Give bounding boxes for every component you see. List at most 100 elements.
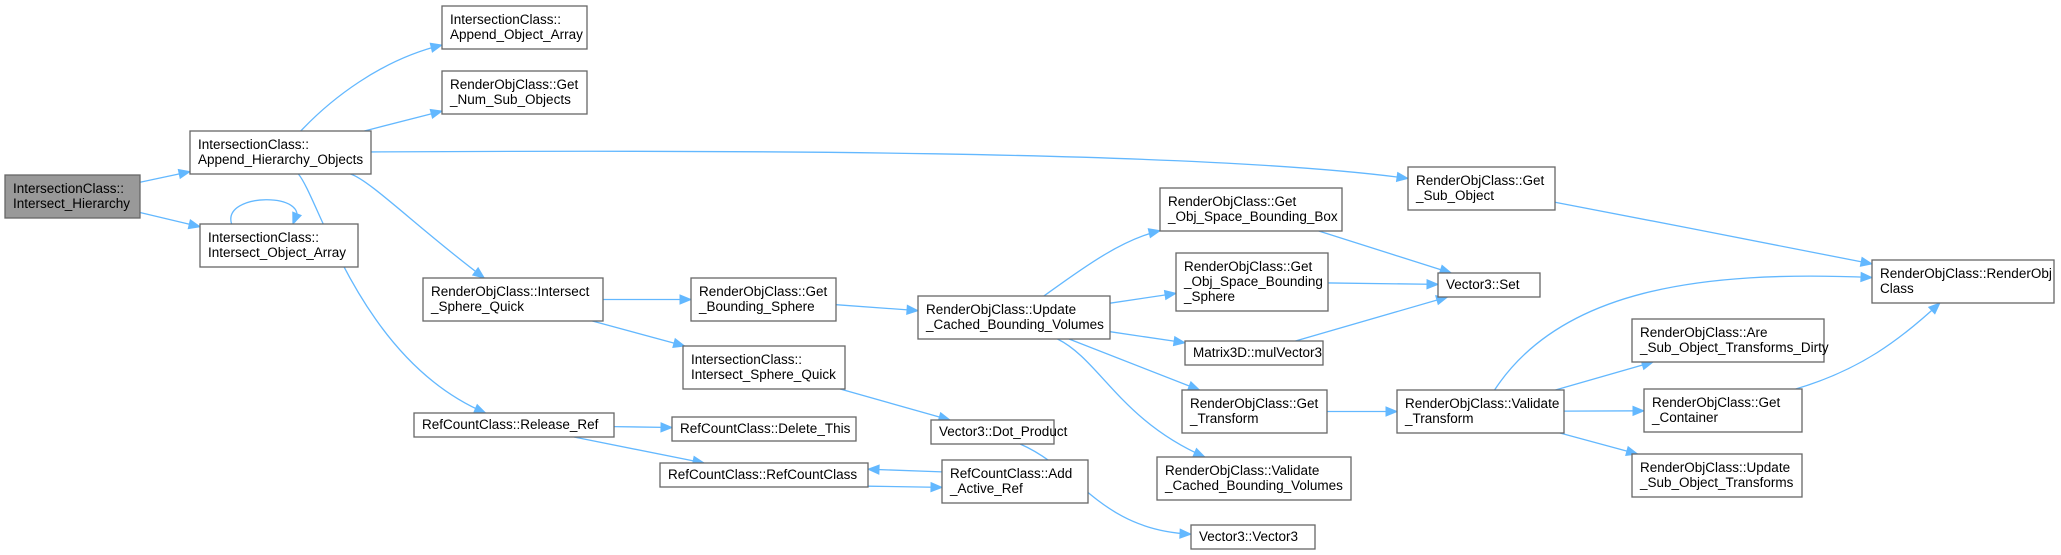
edge-n_vt-to-n_gc [1563, 405, 1646, 417]
graph-node-vcbv[interactable]: RenderObjClass::Validate_Cached_Bounding… [1156, 456, 1352, 501]
edge-line [1043, 230, 1161, 297]
node-label-line: RenderObjClass::Update [1640, 460, 1790, 475]
graph-node-roc[interactable]: RenderObjClass::RenderObjClass [1871, 259, 2055, 304]
edge-arrowhead [187, 218, 202, 230]
node-box [413, 412, 615, 438]
graph-node-ih[interactable]: IntersectionClass::Intersect_Hierarchy [4, 174, 141, 219]
edge-line [573, 436, 705, 464]
edge-n_gosbs-to-n_set [1327, 278, 1440, 290]
node-box [1643, 388, 1803, 433]
graph-node-dp[interactable]: Vector3::Dot_Product [930, 419, 1068, 445]
edge-line [1318, 230, 1452, 274]
graph-node-gbs[interactable]: RenderObjClass::Get_Bounding_Sphere [690, 277, 837, 322]
edge-n_vt-to-n_usot [1559, 432, 1639, 457]
node-box [199, 223, 359, 268]
graph-node-gt[interactable]: RenderObjClass::Get_Transform [1181, 389, 1328, 434]
node-box [441, 5, 588, 50]
edge-arrowhead [660, 422, 674, 433]
edge-n_aho-to-n_risq [350, 173, 486, 279]
edge-line [839, 388, 951, 421]
edge-arrowhead [1179, 528, 1193, 539]
edge-line [1109, 331, 1186, 344]
node-box [917, 295, 1111, 340]
edge-line [1494, 275, 1873, 391]
node-label-line: Append_Object_Array [450, 27, 583, 42]
edge-n_vt-to-n_roc [1494, 271, 1874, 391]
node-box [189, 130, 372, 175]
graph-node-set[interactable]: Vector3::Set [1437, 272, 1541, 298]
graph-node-gosbs[interactable]: RenderObjClass::Get_Obj_Space_Bounding_S… [1175, 252, 1329, 312]
node-label-line: _Sub_Object_Transforms [1639, 475, 1794, 490]
graph-node-risq[interactable]: RenderObjClass::Intersect_Sphere_Quick [422, 277, 604, 322]
graph-node-rr[interactable]: RefCountClass::Release_Ref [413, 412, 615, 438]
node-box [1190, 524, 1316, 550]
edge-arrowhead [679, 294, 693, 305]
edge-layer [139, 42, 1941, 539]
node-label-line: Intersect_Object_Array [208, 245, 346, 260]
edge-n_dp-to-n_v3 [1019, 443, 1193, 539]
node-box [682, 345, 846, 390]
edge-line [1795, 302, 1941, 390]
graph-node-usot[interactable]: RenderObjClass::Update_Sub_Object_Transf… [1631, 453, 1803, 498]
graph-node-v3[interactable]: Vector3::Vector3 [1190, 524, 1316, 550]
graph-node-ucbv[interactable]: RenderObjClass::Update_Cached_Bounding_V… [917, 295, 1111, 340]
node-label-line: _Obj_Space_Bounding [1183, 274, 1323, 289]
edge-n_gbs-to-n_ucbv [835, 304, 920, 316]
node-label-line: Matrix3D::mulVector3 [1193, 345, 1322, 360]
node-label-line: RenderObjClass::Get [699, 284, 828, 299]
edge-arrowhead [1186, 380, 1201, 391]
node-label-line: Class [1880, 281, 1914, 296]
node-label-line: _Cached_Bounding_Volumes [1164, 478, 1343, 493]
node-box [659, 462, 869, 488]
node-label-line: _Transform [1189, 411, 1259, 426]
edge-arrowhead [1426, 278, 1440, 290]
graph-node-gosbb[interactable]: RenderObjClass::Get_Obj_Space_Bounding_B… [1159, 187, 1343, 232]
node-label-line: RenderObjClass::Validate [1405, 396, 1559, 411]
graph-node-aho[interactable]: IntersectionClass::Append_Hierarchy_Obje… [189, 130, 372, 175]
node-box [1181, 389, 1328, 434]
graph-node-ioa[interactable]: IntersectionClass::Intersect_Object_Arra… [199, 223, 359, 268]
edge-arrowhead [1859, 256, 1874, 267]
node-box [1871, 259, 2055, 304]
graph-node-gc[interactable]: RenderObjClass::Get_Container [1643, 388, 1803, 433]
edge-n_aho-to-n_gso [370, 150, 1410, 183]
node-box [441, 70, 588, 115]
graph-node-dt[interactable]: RefCountClass::Delete_This [671, 416, 857, 442]
node-label-line: _Transform [1404, 411, 1474, 426]
graph-node-vt[interactable]: RenderObjClass::Validate_Transform [1396, 389, 1565, 434]
graph-node-asotd[interactable]: RenderObjClass::Are_Sub_Object_Transform… [1631, 318, 1829, 363]
node-box [1156, 456, 1352, 501]
graph-node-gso[interactable]: RenderObjClass::Get_Sub_Object [1407, 166, 1556, 211]
graph-node-gnso[interactable]: RenderObjClass::Get_Num_Sub_Objects [441, 70, 588, 115]
node-label-line: RenderObjClass::Get [1168, 194, 1297, 209]
edge-n_aho-to-n_aoa [300, 42, 444, 132]
node-layer: IntersectionClass::Intersect_HierarchyIn… [4, 5, 2055, 550]
node-label-line: _Cached_Bounding_Volumes [925, 317, 1104, 332]
edge-n_aho-to-n_gnso [364, 108, 444, 132]
edge-line [1019, 443, 1192, 535]
node-label-line: RenderObjClass::Intersect [431, 284, 590, 299]
graph-node-rcc[interactable]: RefCountClass::RefCountClass [659, 462, 869, 488]
edge-line [1295, 296, 1448, 342]
node-label-line: _Sphere_Quick [430, 299, 524, 314]
node-label-line: RenderObjClass::Get [1184, 259, 1313, 274]
graph-node-mv[interactable]: Matrix3D::mulVector3 [1184, 340, 1324, 366]
edge-line [835, 304, 919, 312]
node-box [422, 277, 604, 322]
graph-node-aoa[interactable]: IntersectionClass::Append_Object_Array [441, 5, 588, 50]
node-box [690, 277, 837, 322]
edge-n_risq-to-n_iisq [592, 320, 686, 349]
node-box [1631, 453, 1803, 498]
node-label-line: RefCountClass::RefCountClass [668, 467, 857, 482]
node-label-line: _Obj_Space_Bounding_Box [1167, 209, 1338, 224]
node-box [941, 459, 1089, 504]
node-box [4, 174, 141, 219]
edge-n_ucbv-to-n_mv [1109, 331, 1187, 347]
graph-node-aar[interactable]: RefCountClass::Add_Active_Ref [941, 459, 1089, 504]
edge-arrowhead [672, 337, 686, 349]
node-label-line: RenderObjClass::Get [1416, 173, 1545, 188]
edge-arrowhead [429, 42, 444, 53]
edge-arrowhead [866, 464, 880, 475]
graph-node-iisq[interactable]: IntersectionClass::Intersect_Sphere_Quic… [682, 345, 846, 390]
